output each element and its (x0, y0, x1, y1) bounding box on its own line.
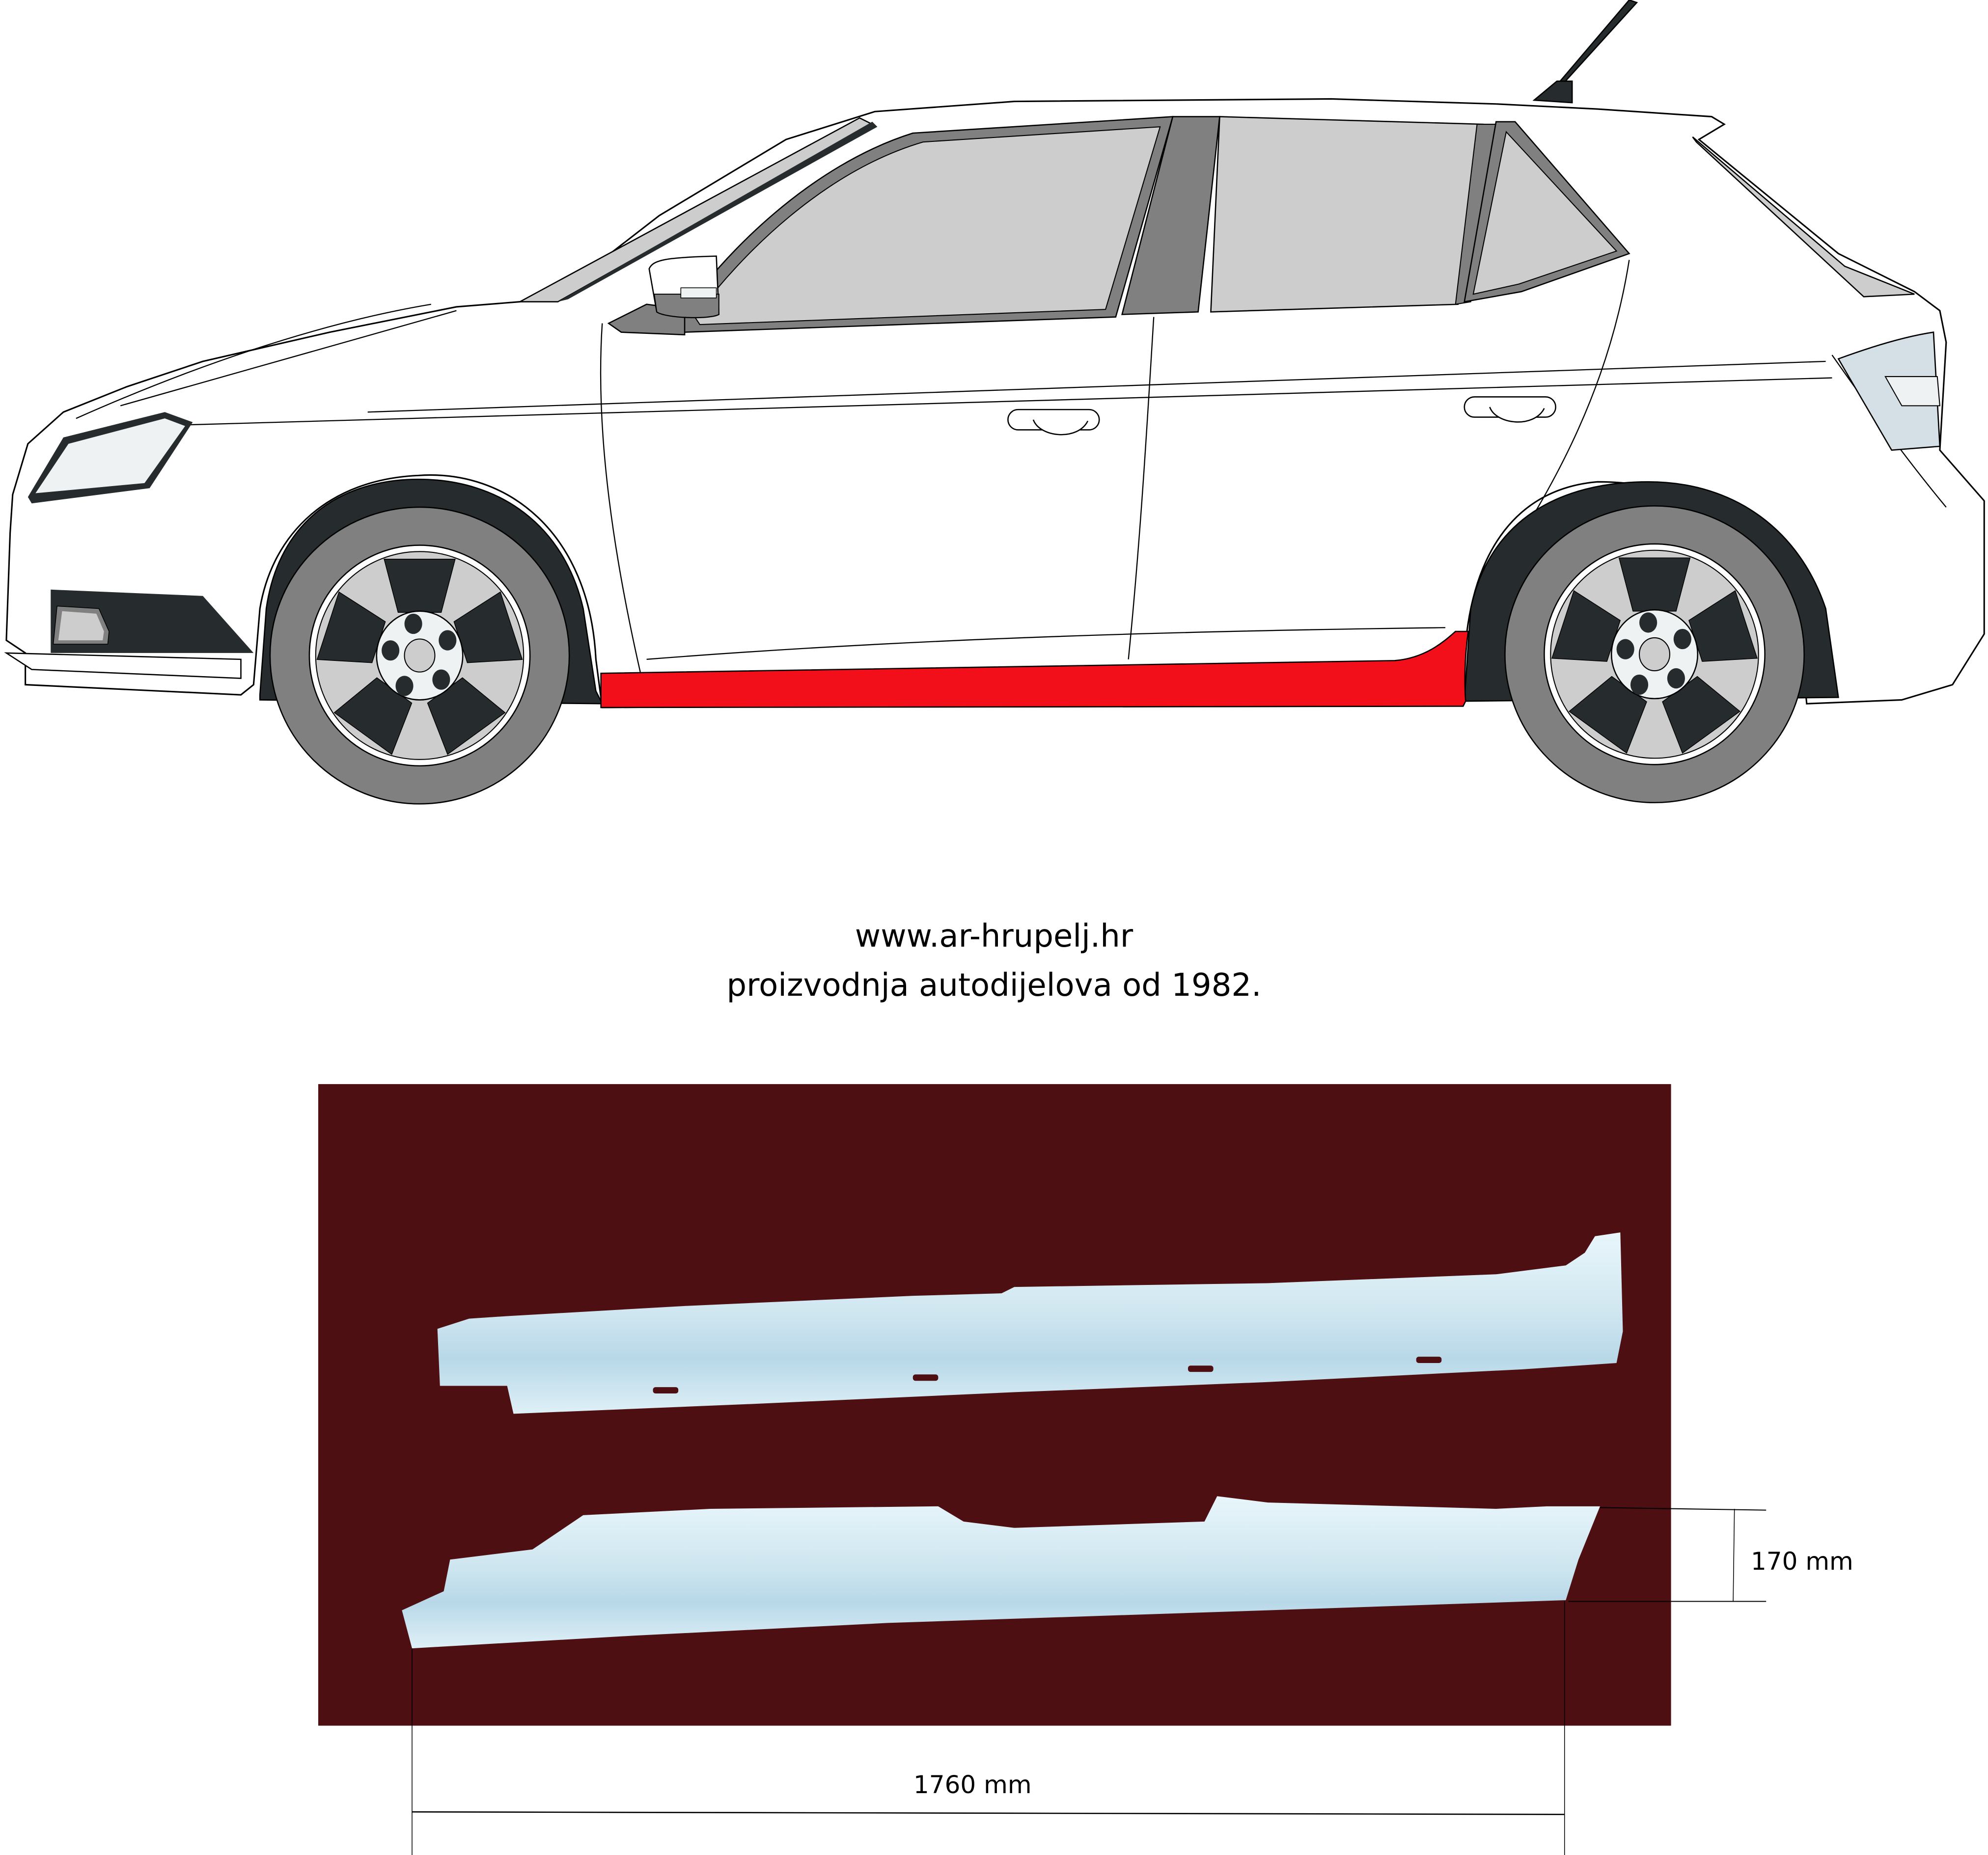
body-lines (76, 260, 1947, 672)
inner-sill-part (402, 1496, 1601, 1649)
side-mirror (607, 255, 720, 336)
fog-light (51, 589, 254, 653)
outer-sill-part (437, 1232, 1623, 1414)
height-dimension-label: 170 mm (1751, 1547, 1853, 1576)
website-url: www.ar-hrupelj.hr (855, 918, 1133, 955)
rear-spoiler (1692, 136, 1915, 298)
length-dimension-label: 1760 mm (913, 1771, 1032, 1799)
a-pillar-trim (519, 117, 878, 302)
side-windows (677, 116, 1630, 333)
tail-light (1837, 331, 1941, 451)
antenna-icon (1532, 0, 1638, 104)
front-bumper-lip (4, 652, 242, 679)
door-handles (1007, 396, 1556, 436)
dimension-lines (412, 1507, 1767, 1855)
rear-wheel (1504, 505, 1805, 803)
highlighted-sill (600, 630, 1469, 709)
headlight (28, 412, 193, 504)
front-wheel (269, 506, 570, 805)
tagline: proizvodnja autodijelova od 1982. (726, 967, 1262, 1004)
